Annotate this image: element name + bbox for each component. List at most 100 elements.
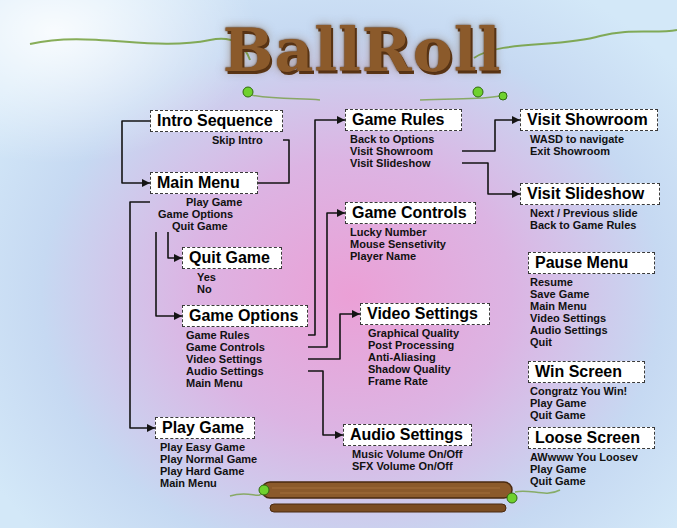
menu-heading-box: Game Options	[182, 305, 308, 327]
menu-item: Yes	[197, 271, 216, 283]
menu-connector	[308, 314, 360, 359]
menu-item: Quit	[530, 336, 552, 348]
menu-heading: Game Options	[189, 307, 298, 324]
menu-item: Video Settings	[186, 353, 262, 365]
menu-item-list: Music Volume On/OffSFX Volume On/Off	[343, 448, 472, 472]
menu-node: Win ScreenCongratz You Win!Play GameQuit…	[528, 361, 645, 421]
menu-item: Play Game	[530, 397, 586, 409]
menu-item-list: Graphical QualityPost ProcessingAnti-Ali…	[360, 327, 490, 387]
menu-item: Visit Showroom	[350, 145, 433, 157]
menu-node: Game ControlsLucky NumberMouse Sensetivi…	[345, 202, 476, 262]
menu-item-list: Play Easy GamePlay Normal GamePlay Hard …	[155, 441, 257, 489]
menu-item-list: Play GameGame OptionsQuit Game	[150, 196, 258, 232]
menu-heading-box: Loose Screen	[528, 427, 655, 449]
menu-heading: Pause Menu	[535, 254, 628, 271]
game-logo-title: BallRoll	[200, 14, 524, 86]
menu-item: Post Processing	[368, 339, 454, 351]
menu-item: Congratz You Win!	[530, 385, 627, 397]
menu-heading-box: Game Controls	[345, 202, 476, 224]
menu-heading-box: Quit Game	[182, 247, 282, 269]
menu-heading-box: Intro Sequence	[150, 110, 283, 132]
menu-item: Quit Game	[530, 409, 586, 421]
menu-connector	[462, 120, 520, 151]
menu-connector	[462, 163, 520, 194]
menu-item: WASD to navigate	[530, 133, 624, 145]
menu-heading: Win Screen	[535, 363, 622, 380]
menu-item: Audio Settings	[530, 324, 608, 336]
menu-node: Play GamePlay Easy GamePlay Normal GameP…	[155, 417, 257, 489]
menu-connector	[168, 232, 182, 258]
menu-item-list: Next / Previous slideBack to Game Rules	[520, 207, 660, 231]
menu-heading: Game Controls	[352, 204, 467, 221]
menu-item-list: Game RulesGame ControlsVideo SettingsAud…	[182, 329, 308, 389]
menu-item: Music Volume On/Off	[352, 448, 462, 460]
menu-heading-box: Visit Slideshow	[520, 183, 660, 205]
menu-heading-box: Audio Settings	[343, 424, 472, 446]
menu-heading: Play Game	[162, 419, 244, 436]
menu-item: AWwww You Loosev	[530, 451, 638, 463]
menu-heading-box: Win Screen	[528, 361, 645, 383]
menu-item: Player Name	[350, 250, 416, 262]
menu-item: Video Settings	[530, 312, 606, 324]
menu-item: SFX Volume On/Off	[352, 460, 453, 472]
menu-item: Game Rules	[186, 329, 250, 341]
menu-item: Next / Previous slide	[530, 207, 638, 219]
menu-heading-box: Play Game	[155, 417, 255, 439]
menu-item: Skip Intro	[212, 134, 263, 146]
menu-item: Main Menu	[530, 300, 587, 312]
menu-heading: Loose Screen	[535, 429, 640, 446]
menu-heading: Audio Settings	[350, 426, 463, 443]
menu-node: Game RulesBack to OptionsVisit ShowroomV…	[345, 109, 462, 169]
menu-heading: Quit Game	[189, 249, 270, 266]
menu-item: Game Options	[158, 208, 233, 220]
menu-connector	[156, 232, 182, 316]
menu-item: Main Menu	[186, 377, 243, 389]
menu-heading-box: Pause Menu	[528, 252, 655, 274]
menu-item: Frame Rate	[368, 375, 428, 387]
menu-heading-box: Visit Showroom	[520, 109, 658, 131]
menu-node: Intro SequenceSkip Intro	[150, 110, 283, 146]
menu-heading-box: Main Menu	[150, 172, 258, 194]
menu-item: Game Controls	[186, 341, 265, 353]
menu-node: Video SettingsGraphical QualityPost Proc…	[360, 303, 490, 387]
menu-item-list: ResumeSave GameMain MenuVideo SettingsAu…	[528, 276, 655, 348]
menu-item: Audio Settings	[186, 365, 264, 377]
menu-item: Main Menu	[160, 477, 217, 489]
menu-connector	[130, 202, 155, 428]
menu-node: Quit GameYesNo	[182, 247, 282, 295]
menu-item: Play Hard Game	[160, 465, 244, 477]
menu-node: Pause MenuResumeSave GameMain MenuVideo …	[528, 252, 655, 348]
menu-item: Shadow Quality	[368, 363, 451, 375]
menu-heading: Main Menu	[157, 174, 240, 191]
menu-item: No	[197, 283, 212, 295]
menu-item: Visit Slideshow	[350, 157, 431, 169]
menu-item: Exit Showroom	[530, 145, 610, 157]
menu-item: Graphical Quality	[368, 327, 459, 339]
menu-node: Visit ShowroomWASD to navigateExit Showr…	[520, 109, 658, 157]
menu-item-list: AWwww You LoosevPlay GameQuit Game	[528, 451, 655, 487]
menu-item: Play Easy Game	[160, 441, 245, 453]
menu-item: Mouse Sensetivity	[350, 238, 446, 250]
menu-item: Play Game	[186, 196, 242, 208]
menu-item: Back to Options	[350, 133, 434, 145]
menu-item: Anti-Aliasing	[368, 351, 436, 363]
menu-item: Resume	[530, 276, 573, 288]
menu-heading: Visit Slideshow	[527, 185, 644, 202]
menu-item: Lucky Number	[350, 226, 426, 238]
menu-item-list: WASD to navigateExit Showroom	[520, 133, 658, 157]
menu-heading-box: Game Rules	[345, 109, 462, 131]
menu-heading: Visit Showroom	[527, 111, 648, 128]
menu-node: Loose ScreenAWwww You LoosevPlay GameQui…	[528, 427, 655, 487]
menu-heading: Video Settings	[367, 305, 478, 322]
menu-item: Play Normal Game	[160, 453, 257, 465]
menu-heading-box: Video Settings	[360, 303, 490, 325]
menu-connector	[122, 121, 150, 183]
menu-item: Play Game	[530, 463, 586, 475]
menu-node: Visit SlideshowNext / Previous slideBack…	[520, 183, 660, 231]
menu-item: Back to Game Rules	[530, 219, 636, 231]
menu-item: Quit Game	[172, 220, 228, 232]
menu-node: Main MenuPlay GameGame OptionsQuit Game	[150, 172, 258, 232]
menu-item-list: Congratz You Win!Play GameQuit Game	[528, 385, 645, 421]
menu-node: Game OptionsGame RulesGame ControlsVideo…	[182, 305, 308, 389]
